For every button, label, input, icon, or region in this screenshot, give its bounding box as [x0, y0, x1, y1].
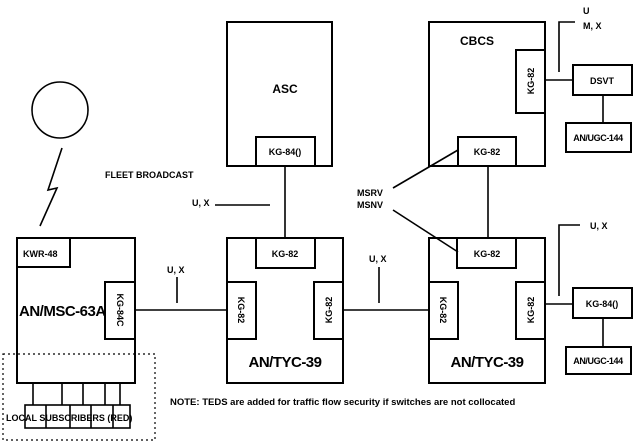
kg82-label: KG-82 [272, 249, 299, 259]
kg84c-label: KG-84C [115, 293, 125, 327]
tyc39-left-node: KG-82 KG-82 KG-82 AN/TYC-39 [226, 237, 344, 384]
fleet-broadcast-label: FLEET BROADCAST [105, 170, 194, 180]
msrv-label: MSRV [357, 188, 383, 198]
broadcast-antenna-icon [31, 81, 89, 139]
ux-label: U, X [167, 265, 185, 275]
ugc144-label: AN/UGC-144 [573, 356, 623, 366]
ux-label: U, X [192, 198, 210, 208]
kwr48-box [16, 237, 71, 268]
kg82-label: KG-82 [236, 297, 246, 324]
kwr48-label: KWR-48 [23, 249, 58, 259]
kg84c-box [104, 281, 136, 340]
msc-label: AN/MSC-63A [19, 303, 106, 320]
tyc39-label: AN/TYC-39 [450, 354, 523, 371]
kg82-label: KG-82 [474, 249, 501, 259]
kg82-label: KG-82 [324, 297, 334, 324]
msnv-label: MSNV [357, 200, 383, 210]
ugc144-label: AN/UGC-144 [573, 133, 623, 143]
local-subscribers-label: LOCAL SUBSCRIBERS (RED) [6, 413, 132, 423]
ugc144-bottom-box [565, 346, 632, 375]
kg84-label: KG-84() [269, 147, 302, 157]
lightning-bolt-icon [39, 147, 63, 227]
asc-label: ASC [272, 82, 298, 96]
kg82-label: KG-82 [526, 68, 536, 95]
kg82-label: KG-82 [438, 297, 448, 324]
kg82-label: KG-82 [474, 147, 501, 157]
cbcs-label: CBCS [460, 34, 494, 48]
kg82-label: KG-82 [526, 297, 536, 324]
ux-label: U, X [590, 221, 608, 231]
local-subscribers: LOCAL SUBSCRIBERS (RED) [2, 353, 156, 441]
u-label: U [583, 6, 590, 16]
ux-label: U, X [369, 254, 387, 264]
kg84-right-box [572, 287, 633, 319]
kg84-label: KG-84() [586, 299, 619, 309]
cbcs-node: CBCS KG-82 KG-82 [428, 21, 546, 167]
dsvt-label: DSVT [590, 76, 615, 86]
mx-label: M, X [583, 21, 602, 31]
asc-node: ASC KG-84() [226, 21, 333, 167]
dsvt-box [572, 64, 633, 96]
tyc39-label: AN/TYC-39 [248, 354, 321, 371]
ugc144-top-box [565, 122, 632, 153]
note-text: NOTE: TEDS are added for traffic flow se… [170, 397, 515, 408]
tyc39-right-node: KG-82 KG-82 KG-82 AN/TYC-39 [428, 237, 546, 384]
msc-63a-node: KWR-48 KG-84C AN/MSC-63A [16, 237, 136, 384]
